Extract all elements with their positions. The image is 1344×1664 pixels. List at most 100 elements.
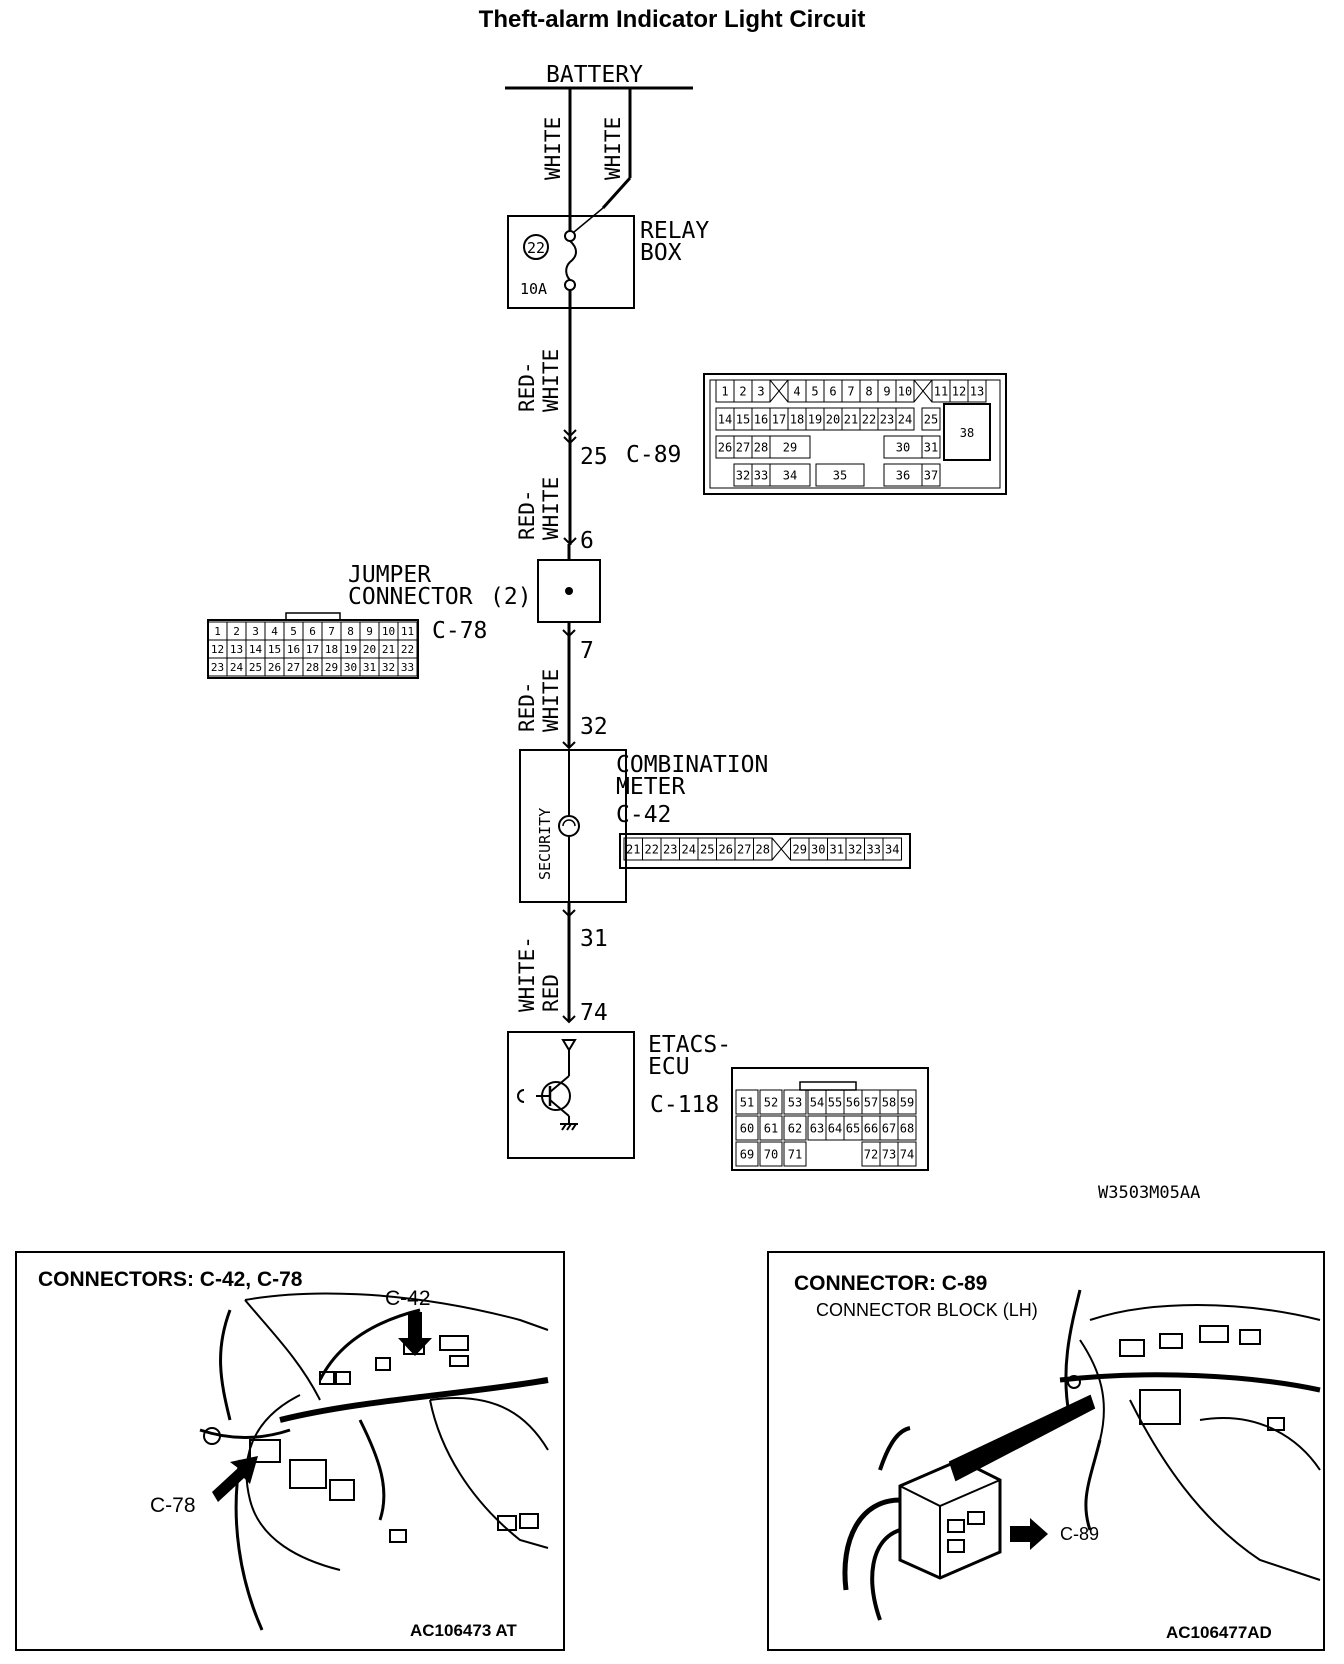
- c89-pin-label: 36: [896, 468, 910, 482]
- c89-pin-label: 23: [880, 412, 894, 426]
- c78-pin-label: 12: [211, 643, 224, 656]
- c118-pin-label: 72: [864, 1147, 878, 1161]
- c118-pin-51: [735, 1089, 759, 1115]
- c118-id: C-118: [650, 1092, 719, 1118]
- c89-pin-38: [943, 403, 991, 461]
- meter-pin-out: 31: [580, 926, 608, 952]
- c118-pin-label: 62: [788, 1121, 802, 1135]
- c89-pin-label: 15: [736, 412, 750, 426]
- c78-pin-label: 23: [211, 661, 224, 674]
- c89-pin-label: 4: [793, 384, 800, 398]
- c78-pin-label: 21: [382, 643, 395, 656]
- fuse-rating: 10A: [520, 280, 547, 298]
- c78-pin-label: 10: [382, 625, 395, 638]
- fuse-number: 22: [527, 239, 545, 257]
- c42-pin-label: 32: [848, 842, 862, 856]
- c118-pin-61: [759, 1115, 783, 1141]
- c89-pin-38-label: 38: [960, 426, 974, 440]
- c118-pin-label: 55: [828, 1095, 842, 1109]
- wire-2-color-line2: WHITE: [539, 477, 563, 540]
- relay-box-label-1: RELAY: [640, 218, 709, 244]
- c89-pin-label: 31: [924, 440, 938, 454]
- dashboard-drawing-right: [842, 1289, 1321, 1621]
- c78-pin-label: 20: [363, 643, 376, 656]
- c118-pin-52: [759, 1089, 783, 1115]
- splice-dot: [565, 587, 573, 595]
- callout-c42: C-42: [385, 1287, 431, 1310]
- combination-meter-box: [519, 749, 627, 903]
- c89-pin-13: [967, 379, 987, 403]
- c118-pin-label: 68: [900, 1121, 914, 1135]
- c42-pin-label: 21: [626, 842, 640, 856]
- c118-pin-label: 56: [846, 1095, 860, 1109]
- c89-pin-label: 19: [808, 412, 822, 426]
- callout-arrow-c89: [1010, 1518, 1048, 1550]
- c89-pin-label: 22: [862, 412, 876, 426]
- c89-pin-label: 34: [783, 468, 797, 482]
- meter-label-2: METER: [616, 774, 685, 800]
- wire-color-left: WHITE: [541, 117, 565, 180]
- indicator-lamp-icon: [558, 815, 580, 837]
- jumper-label-2: CONNECTOR: [348, 584, 473, 610]
- c78-pin-label: 31: [363, 661, 376, 674]
- callout-c78: C-78: [150, 1494, 196, 1517]
- c78-pin-label: 30: [344, 661, 357, 674]
- c118-pin-label: 74: [900, 1147, 914, 1161]
- c89-pin-label: 16: [754, 412, 768, 426]
- c78-pin-label: 1: [214, 625, 221, 638]
- c118-pin-label: 69: [740, 1147, 754, 1161]
- panel-right-subheading: CONNECTOR BLOCK (LH): [816, 1300, 1038, 1320]
- ecu-label-1: ETACS-: [648, 1032, 731, 1058]
- c78-pin-label: 16: [287, 643, 300, 656]
- c42-pin-label: 26: [719, 842, 733, 856]
- wire-1-color-line1: RED-: [515, 361, 539, 412]
- c78-pin-label: 8: [347, 625, 354, 638]
- c89-pin-31: [921, 435, 941, 459]
- c42-pin-label: 25: [700, 842, 714, 856]
- c89-pin-label: 29: [783, 440, 797, 454]
- c78-pin-label: 25: [249, 661, 262, 674]
- c118-pin-74: [897, 1141, 917, 1167]
- c78-pin-label: 19: [344, 643, 357, 656]
- wire-2-color-line1: RED-: [515, 489, 539, 540]
- c118-pin-label: 54: [810, 1095, 824, 1109]
- c89-pin-number: 25: [580, 444, 608, 470]
- c78-pin-label: 28: [306, 661, 319, 674]
- c42-pin-label: 22: [645, 842, 659, 856]
- c42-pin-label: 34: [885, 842, 899, 856]
- drawing-code: W3503M05AA: [1098, 1183, 1200, 1203]
- c78-pin-label: 15: [268, 643, 281, 656]
- fuse-icon: [565, 240, 577, 281]
- c78-pin-label: 11: [401, 625, 414, 638]
- c78-pin-label: 14: [249, 643, 263, 656]
- ecu-input-arrow: [561, 1039, 577, 1052]
- c89-pin-25: [921, 407, 941, 431]
- etacs-ecu-box: [507, 1031, 635, 1159]
- c89-pin-label: 24: [898, 412, 912, 426]
- c118-pin-59: [897, 1089, 917, 1115]
- wire-3-color-line2: WHITE: [539, 669, 563, 732]
- c42-pin-28: [753, 837, 773, 861]
- c89-pin-label: 30: [896, 440, 910, 454]
- c78-pin-label: 22: [401, 643, 414, 656]
- c89-pin-label: 9: [883, 384, 890, 398]
- c78-pin-label: 24: [230, 661, 244, 674]
- c78-pin-label: 27: [287, 661, 300, 674]
- panel-left-heading: CONNECTORS: C-42, C-78: [38, 1268, 303, 1291]
- c118-pin-label: 52: [764, 1095, 778, 1109]
- c42-pin-label: 30: [811, 842, 825, 856]
- jumper-pin-out: 7: [580, 638, 594, 664]
- c89-pin-37: [921, 463, 941, 487]
- c118-pin-69: [735, 1141, 759, 1167]
- dashboard-drawing-left: [199, 1292, 549, 1631]
- c89-pin-label: 6: [829, 384, 836, 398]
- fuse-number-circle: [523, 234, 549, 260]
- meter-pin-in: 32: [580, 714, 608, 740]
- c118-pin-60: [735, 1115, 759, 1141]
- c118-pin-label: 61: [764, 1121, 778, 1135]
- c118-pin-71: [783, 1141, 807, 1167]
- wire-4-color-line1: WHITE-: [515, 936, 539, 1012]
